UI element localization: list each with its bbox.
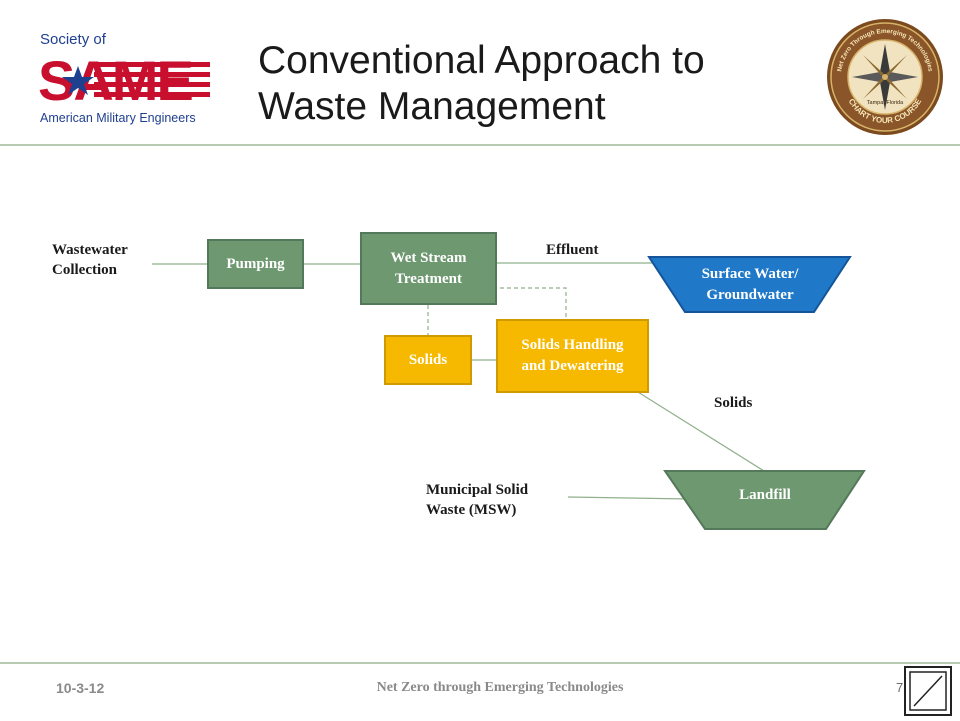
connector-msw-to-landfill	[567, 496, 691, 500]
footer-divider	[0, 662, 960, 664]
node-landfill: Landfill	[739, 486, 791, 503]
waste-flow-diagram: Wastewater Collection Effluent Solids Mu…	[0, 146, 960, 662]
compass-rose-icon	[852, 44, 918, 110]
label-effluent: Effluent	[546, 242, 599, 258]
footer-title: Net Zero through Emerging Technologies	[376, 680, 624, 695]
footer-date: 10-3-12	[56, 680, 105, 696]
header-divider	[0, 144, 960, 146]
page-number: 7	[896, 680, 904, 695]
forward-nav-button[interactable]	[904, 666, 952, 716]
node-wet-stream-treatment: Wet Stream Treatment	[360, 232, 497, 305]
label-wastewater-collection: Wastewater Collection	[52, 242, 128, 278]
logo-wordmark: SAME	[38, 49, 192, 112]
node-surface-water: Surface Water/ Groundwater	[701, 265, 799, 303]
seal-location: Tampa, Florida	[867, 100, 904, 106]
node-solids: Solids	[384, 335, 472, 385]
node-solids-handling: Solids Handling and Dewatering	[496, 319, 649, 393]
landfill-shape	[663, 470, 866, 530]
surface-water-shape	[647, 256, 852, 313]
page-title: Conventional Approach to Waste Managemen…	[258, 39, 705, 128]
connector-handling-to-landfill	[621, 381, 765, 472]
connector-lines	[152, 262, 765, 500]
label-msw: Municipal Solid Waste (MSW)	[426, 482, 529, 518]
symposium-seal: Net Zero Through Emerging Technologies C…	[824, 16, 946, 138]
node-pumping: Pumping	[207, 239, 304, 289]
dashed-connector-lines	[427, 287, 567, 335]
same-logo: Society of SAME American Military Engine…	[34, 28, 214, 130]
label-solids-to-landfill: Solids	[714, 395, 753, 411]
logo-star-icon	[62, 66, 94, 95]
forward-nav-icon	[904, 666, 952, 716]
dashed-treatment-to-handling	[500, 287, 567, 319]
logo-society-of: Society of	[40, 31, 107, 48]
logo-stripes	[94, 62, 210, 97]
logo-org-name: American Military Engineers	[40, 111, 196, 125]
